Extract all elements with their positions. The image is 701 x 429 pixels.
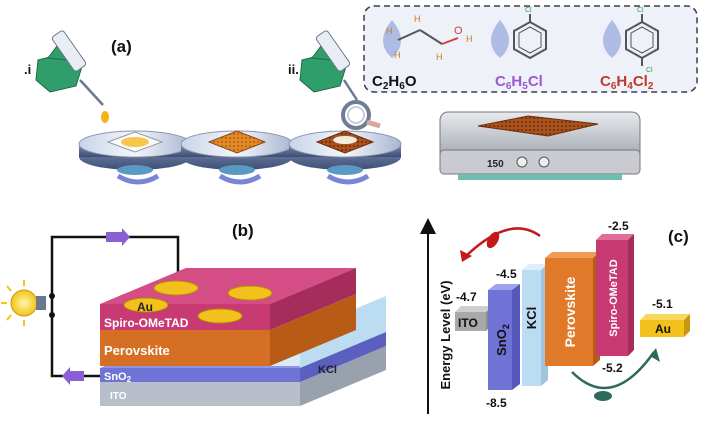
svg-text:H: H — [436, 52, 443, 62]
panel-label-c: (c) — [668, 227, 689, 246]
level-sno2-top: -4.5 — [496, 267, 517, 281]
energy-block-sno2-label: SnO2 — [494, 324, 511, 356]
device-stack — [100, 268, 386, 406]
energy-block-spiro — [596, 234, 634, 356]
device-label-perovskite: Perovskite — [104, 343, 170, 358]
energy-axis-label: Energy Level (eV) — [438, 280, 453, 389]
current-arrow-top — [106, 228, 130, 246]
spin-coater-3 — [288, 130, 402, 185]
chlorobenzene-molecule-icon: Cl — [491, 7, 547, 60]
dichlorobenzene-molecule-icon: Cl Cl — [603, 7, 659, 74]
electron-icon — [486, 231, 500, 249]
device-label-ito: ITO — [110, 391, 127, 402]
energy-block-spiro-label: Spiro-OMeTAD — [608, 259, 620, 336]
current-arrow-bottom — [62, 367, 84, 385]
level-spiro-top: -2.5 — [608, 219, 629, 233]
spin-coater-1 — [78, 130, 192, 185]
svg-text:H: H — [414, 14, 421, 24]
svg-text:O: O — [454, 25, 463, 37]
svg-text:H: H — [386, 26, 393, 36]
device-label-spiro: Spiro-OMeTAD — [104, 316, 189, 330]
level-sno2-bottom: -8.5 — [486, 396, 507, 410]
energy-block-sno2 — [488, 284, 520, 390]
energy-block-au — [640, 314, 690, 337]
svg-text:Cl: Cl — [646, 67, 653, 74]
step-label-ii: ii. — [288, 62, 299, 77]
panel-label-a: (a) — [111, 37, 132, 56]
hotplate — [439, 111, 641, 180]
panel-label-b: (b) — [232, 221, 254, 240]
spin-coater-2 — [180, 130, 294, 185]
light-bulb-icon — [1, 280, 46, 326]
energy-block-au-label: Au — [655, 322, 671, 336]
energy-block-kcl-label: KCl — [524, 307, 539, 329]
magnifier-icon — [341, 100, 371, 130]
molecule-formula-2: C6H5Cl — [495, 73, 543, 92]
svg-text:H: H — [466, 34, 473, 44]
pipette-hand-icon-2 — [299, 30, 359, 101]
molecule-formula-1: C2H6O — [372, 73, 417, 92]
svg-text:H: H — [394, 50, 401, 60]
energy-block-ito-label: ITO — [458, 316, 478, 330]
pipette-hand-icon — [35, 30, 104, 106]
hotplate-readout: 150 — [487, 159, 504, 170]
ethanol-molecule-icon: H H H H O H — [383, 14, 473, 62]
energy-block-perovskite-label: Perovskite — [562, 276, 578, 347]
device-label-sno2: SnO2 — [104, 371, 132, 384]
svg-text:Cl: Cl — [525, 7, 532, 14]
hole-icon — [594, 391, 612, 401]
molecule-formula-3: C6H4Cl2 — [600, 73, 654, 92]
step-label-i: .i — [24, 62, 31, 77]
device-label-kcl: KCl — [318, 364, 337, 376]
level-spiro-bottom: -5.2 — [602, 361, 623, 375]
device-label-au: Au — [137, 300, 153, 314]
svg-text:Cl: Cl — [637, 7, 644, 14]
level-ito: -4.7 — [456, 290, 477, 304]
level-au: -5.1 — [652, 297, 673, 311]
hole-transfer-arrow — [571, 351, 656, 390]
droplet-icon — [101, 111, 109, 123]
electron-transfer-arrow — [465, 227, 541, 257]
